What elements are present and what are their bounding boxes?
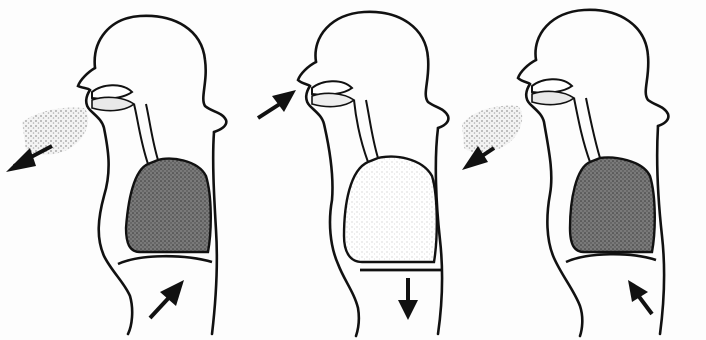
diaphragm: [566, 254, 656, 262]
windpipe: [574, 98, 600, 162]
diaphragm-arrow-icon: [398, 278, 418, 320]
back-outline: [212, 132, 217, 334]
airflow-arrow-icon: [258, 90, 296, 118]
diaphragm-arrow-icon: [150, 280, 184, 318]
panel-exhale-2-drawing: [456, 0, 706, 340]
diaphragm: [118, 256, 212, 264]
tongue: [312, 93, 354, 106]
lung: [126, 159, 211, 252]
panel-exhale-2: [456, 0, 706, 340]
lung: [344, 157, 437, 262]
lung: [570, 158, 655, 252]
tongue: [92, 97, 134, 110]
panel-exhale-1: [0, 0, 236, 340]
air-spray: [22, 108, 88, 155]
head-outline: [315, 12, 448, 128]
panel-exhale-1-drawing: [0, 0, 236, 340]
tongue: [532, 91, 574, 104]
airflow-arrow-icon: [6, 146, 52, 172]
panel-inhale-drawing: [236, 0, 472, 340]
air-spray: [462, 106, 522, 153]
panel-inhale: [236, 0, 472, 340]
head-outline: [535, 10, 668, 126]
windpipe: [354, 100, 378, 162]
head-outline: [95, 16, 227, 132]
windpipe: [134, 104, 158, 164]
diaphragm-arrow-icon: [628, 280, 652, 314]
back-outline: [657, 126, 664, 334]
